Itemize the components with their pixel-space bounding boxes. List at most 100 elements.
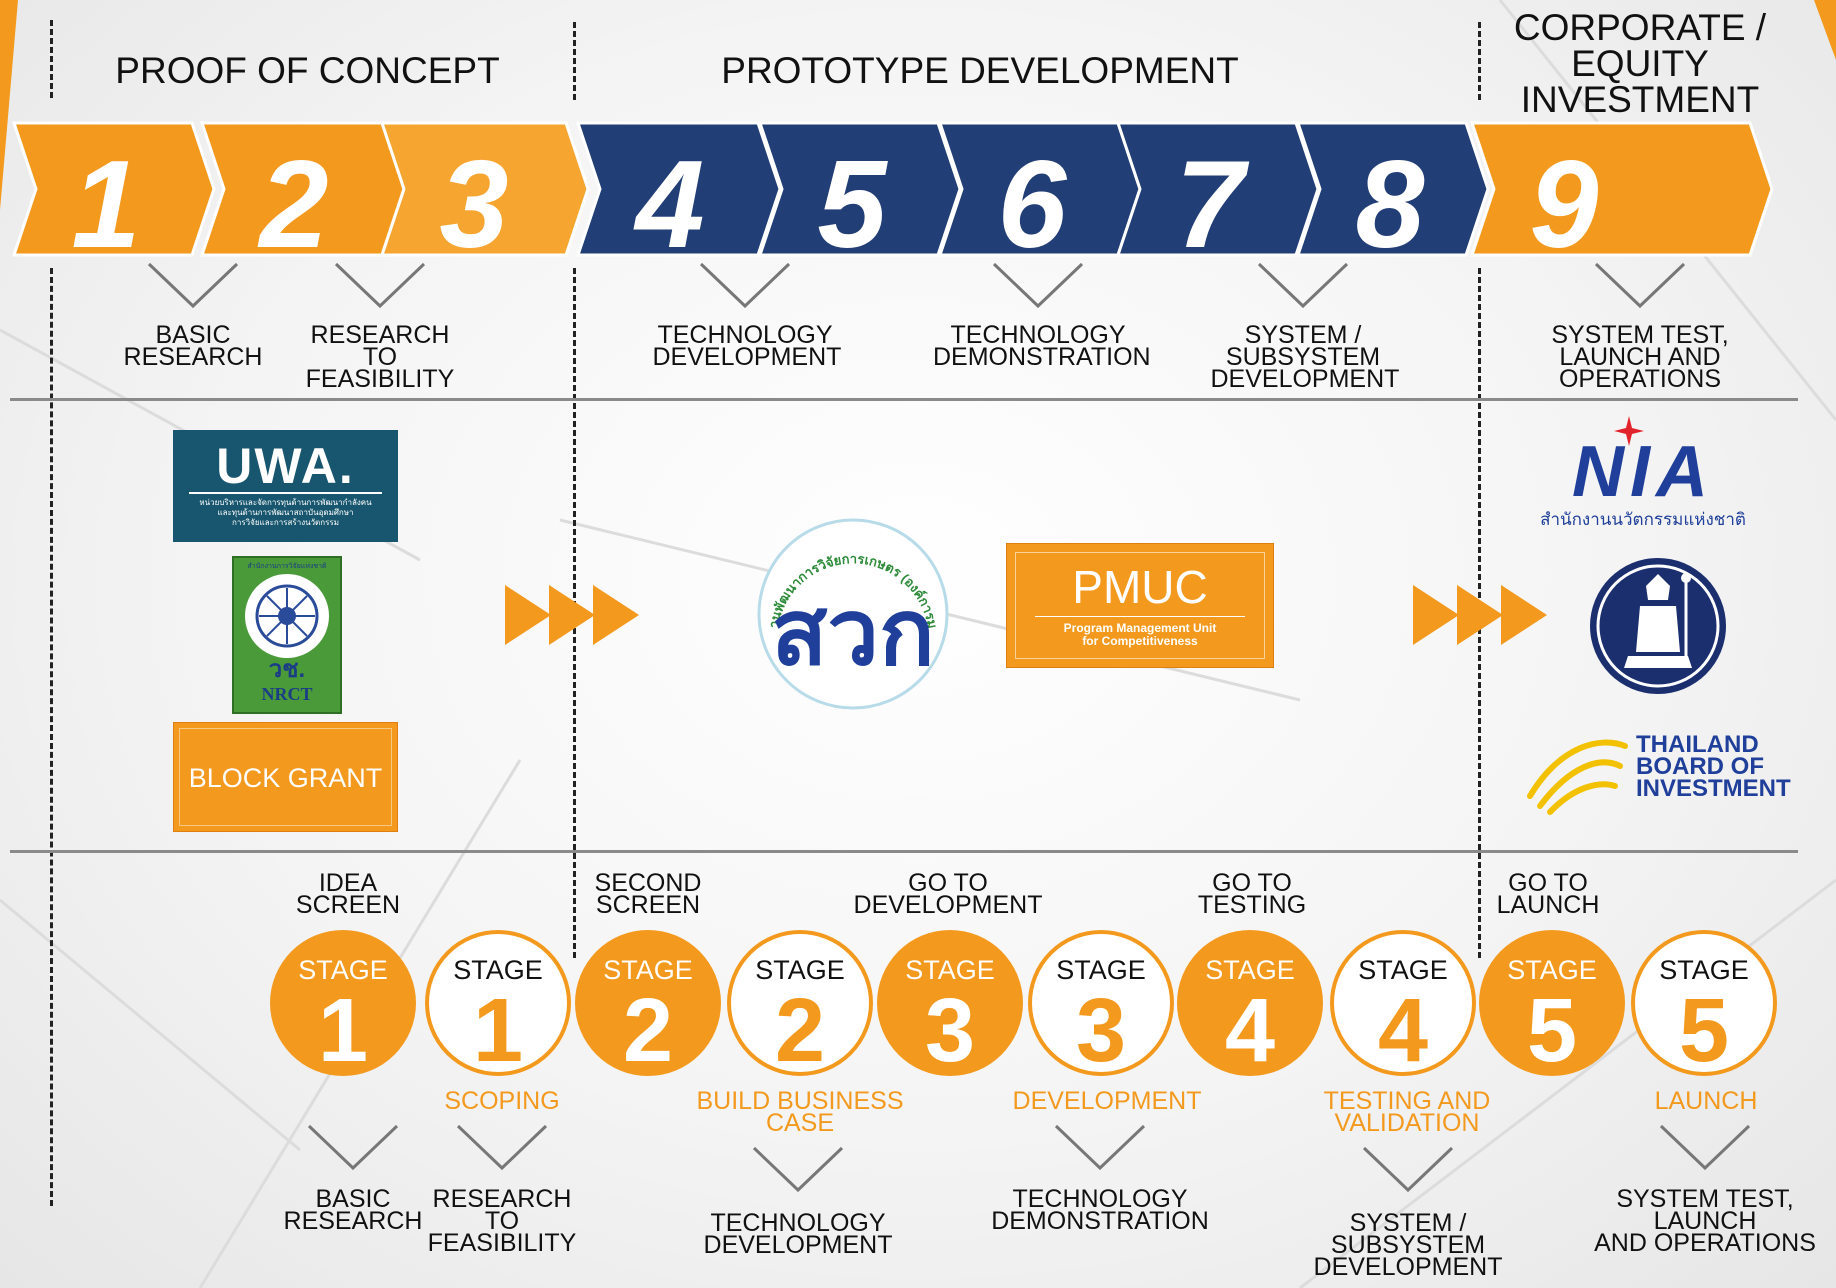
step-number-6: 6	[998, 136, 1068, 265]
step-arrow-8	[1295, 121, 1490, 257]
chevron-down-icon	[334, 262, 426, 309]
chevron-down-icon	[1362, 1146, 1454, 1193]
step-number-7: 7	[1176, 136, 1250, 265]
stage-name-2: BUILD BUSINESS CASE	[696, 1087, 904, 1137]
separator-lower	[10, 850, 1798, 853]
stage-word-6: STAGE	[1056, 955, 1146, 985]
bottom-phase-label-5: SYSTEM / SUBSYSTEM DEVELOPMENT	[1313, 1209, 1503, 1281]
chevron-down-icon	[752, 1146, 844, 1193]
header-proof-of-concept: PROOF OF CONCEPT	[115, 50, 500, 91]
step-number-3: 3	[440, 136, 509, 265]
stage-word-5: STAGE	[905, 955, 995, 985]
stage-word-8: STAGE	[1358, 955, 1448, 985]
chevron-down-icon	[992, 262, 1084, 309]
chevron-down-icon	[1594, 262, 1686, 309]
top-phase-label-2: RESEARCH TO FEASIBILITY	[305, 321, 455, 393]
stage-circle-7	[1177, 930, 1323, 1076]
bottom-phase-label-2: RESEARCH TO FEASIBILITY	[427, 1185, 577, 1257]
nia-star-icon	[1614, 416, 1644, 446]
block-grant-inner-border	[179, 728, 392, 826]
stage-word-3: STAGE	[603, 955, 693, 985]
bottom-phase-label-1: BASIC RESEARCH	[283, 1185, 423, 1235]
step-number-2: 2	[258, 136, 329, 265]
nrct-logo-en: NRCT	[261, 684, 313, 704]
gate-label-3: GO TO DEVELOPMENT	[853, 869, 1043, 919]
stage-name-5: LAUNCH	[1654, 1087, 1758, 1115]
pmuc-logo-subtitle: Program Management Unit for Competitiven…	[1063, 621, 1217, 648]
stage-number-2: 1	[473, 981, 523, 1081]
boi-logo: THAILAND BOARD OF INVESTMENT	[1520, 726, 1791, 816]
step-number-1: 1	[72, 136, 141, 265]
bottom-phase-label-3: TECHNOLOGY DEVELOPMENT	[703, 1209, 893, 1259]
bottom-phase-label-4: TECHNOLOGY DEMONSTRATION	[991, 1185, 1209, 1235]
bank-of-thailand-emblem	[1590, 558, 1726, 694]
arda-logo-mark: สำนักงานพัฒนาการวิจัยการเกษตร (องค์การมห…	[740, 500, 949, 710]
step-number-8: 8	[1356, 136, 1425, 265]
stage-number-8: 4	[1378, 981, 1428, 1081]
stage-number-3: 2	[623, 981, 673, 1081]
arda-logo: สำนักงานพัฒนาการวิจัยการเกษตร (องค์การมห…	[740, 500, 958, 712]
stage-number-7: 4	[1225, 981, 1275, 1081]
step-number-9: 9	[1530, 136, 1599, 265]
chevron-down-icon	[147, 262, 239, 309]
step-arrow-7	[1115, 121, 1320, 257]
top-phase-label-6: SYSTEM TEST, LAUNCH AND OPERATIONS	[1551, 321, 1729, 393]
top-phase-label-4: TECHNOLOGY DEMONSTRATION	[933, 321, 1151, 371]
flow-arrows-left	[505, 585, 639, 645]
arda-logo-mark-text: สวก	[771, 582, 935, 684]
boi-logo-text: THAILAND BOARD OF INVESTMENT	[1636, 731, 1791, 802]
bottom-phase-label-6: SYSTEM TEST, LAUNCH AND OPERATIONS	[1594, 1185, 1816, 1257]
pmuc-logo-rule	[1035, 616, 1245, 617]
step-arrow-5	[757, 121, 962, 257]
stage-circle-6	[1028, 930, 1174, 1076]
top-phase-label-3: TECHNOLOGY DEVELOPMENT	[652, 321, 842, 371]
stage-word-1: STAGE	[298, 955, 388, 985]
pmuc-logo-title: PMUC	[1072, 561, 1208, 613]
stage-name-3: DEVELOPMENT	[1012, 1087, 1202, 1115]
divider-2-top	[573, 22, 576, 100]
stage-name-1: SCOPING	[444, 1087, 560, 1115]
stage-number-5: 3	[925, 981, 975, 1081]
step-arrow-9	[1469, 121, 1774, 257]
nia-logo-subtitle: สำนักงานนวัตกรรมแห่งชาติ	[1540, 510, 1746, 529]
divider-3-top	[1478, 22, 1481, 100]
step-number-4: 4	[633, 136, 705, 265]
stage-circle-8	[1330, 930, 1476, 1076]
top-phase-label-5: SYSTEM / SUBSYSTEM DEVELOPMENT	[1210, 321, 1400, 393]
uwk-logo-rule	[189, 492, 382, 494]
stage-word-10: STAGE	[1659, 955, 1749, 985]
stage-number-1: 1	[318, 981, 368, 1081]
nrct-logo: สำนักงานการวิจัยแห่งชาติ วช. NRCT	[232, 556, 342, 714]
nia-logo: NIA สำนักงานนวัตกรรมแห่งชาติ	[1518, 416, 1768, 529]
stage-circles: STAGE1STAGE1STAGE2STAGE2STAGE3STAGE3STAG…	[270, 930, 1777, 1081]
step-arrow-3	[379, 121, 590, 257]
gate-label-1: IDEA SCREEN	[295, 869, 401, 919]
chevron-down-icon	[699, 262, 791, 309]
nrct-logo-emblem	[245, 574, 329, 658]
chevron-down-icon	[1659, 1124, 1751, 1171]
stage-number-9: 5	[1527, 981, 1577, 1081]
chevron-down-icon	[1054, 1124, 1146, 1171]
stage-circle-4	[727, 930, 873, 1076]
stage-word-7: STAGE	[1205, 955, 1295, 985]
header-prototype-development: PROTOTYPE DEVELOPMENT	[721, 50, 1239, 91]
stage-circle-10	[1631, 930, 1777, 1076]
stage-number-10: 5	[1679, 981, 1729, 1081]
step-arrow-4	[575, 121, 782, 257]
chevron-down-icon	[307, 1124, 399, 1171]
divider-1-top	[50, 20, 53, 98]
uwk-logo: UWA. หน่วยบริหารและจัดการทุนด้านการพัฒนา…	[173, 430, 398, 542]
stage-word-4: STAGE	[755, 955, 845, 985]
nrct-logo-arc-text: สำนักงานการวิจัยแห่งชาติ	[247, 563, 327, 570]
chevron-down-icon	[1257, 262, 1349, 309]
nrct-logo-thai: วช.	[268, 656, 306, 683]
stage-circle-5	[877, 930, 1023, 1076]
stage-word-9: STAGE	[1507, 955, 1597, 985]
pmuc-logo: PMUC Program Management Unit for Competi…	[1006, 543, 1274, 668]
stage-number-4: 2	[775, 981, 825, 1081]
header-corporate-equity: CORPORATE / EQUITY INVESTMENT	[1513, 7, 1767, 120]
separator-upper	[10, 398, 1798, 401]
stage-circle-9	[1479, 930, 1625, 1076]
